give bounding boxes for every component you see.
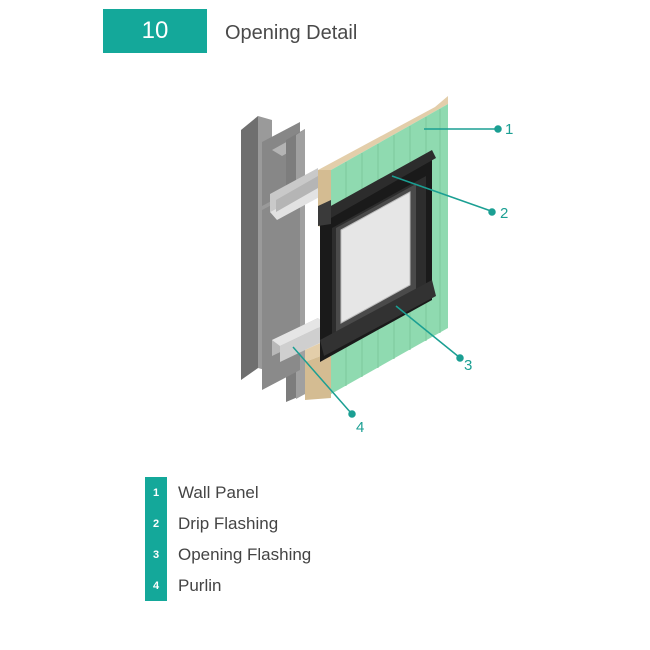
callout-1: 1 <box>505 121 513 138</box>
lower-purlin <box>272 318 326 362</box>
legend-item: 4 Purlin <box>145 570 311 601</box>
wall-panel <box>331 104 448 394</box>
legend-label: Opening Flashing <box>178 544 312 564</box>
callout-4: 4 <box>356 419 364 436</box>
callout-3: 3 <box>464 357 472 374</box>
window-glass <box>340 191 411 324</box>
legend-label: Purlin <box>178 575 222 595</box>
page-title: Opening Detail <box>225 22 358 44</box>
callout-2: 2 <box>500 205 508 222</box>
legend-item: 3 Opening Flashing <box>145 539 311 570</box>
legend-number: 3 <box>145 539 167 570</box>
callout-leaders <box>292 125 502 418</box>
legend: 1 Wall Panel 2 Drip Flashing 3 Opening F… <box>145 477 311 601</box>
section-number-badge: 10 <box>103 9 207 53</box>
drip-flashing-lip <box>318 200 331 226</box>
steel-column <box>241 116 305 402</box>
legend-number: 4 <box>145 570 167 601</box>
legend-label: Drip Flashing <box>178 513 279 533</box>
legend-label: Wall Panel <box>178 482 259 502</box>
legend-number: 2 <box>145 508 167 539</box>
legend-item: 2 Drip Flashing <box>145 508 311 539</box>
upper-purlin <box>270 168 325 220</box>
opening-flashing <box>320 280 436 356</box>
legend-item: 1 Wall Panel <box>145 477 311 508</box>
drip-flashing <box>320 150 436 222</box>
legend-number: 1 <box>145 477 167 508</box>
